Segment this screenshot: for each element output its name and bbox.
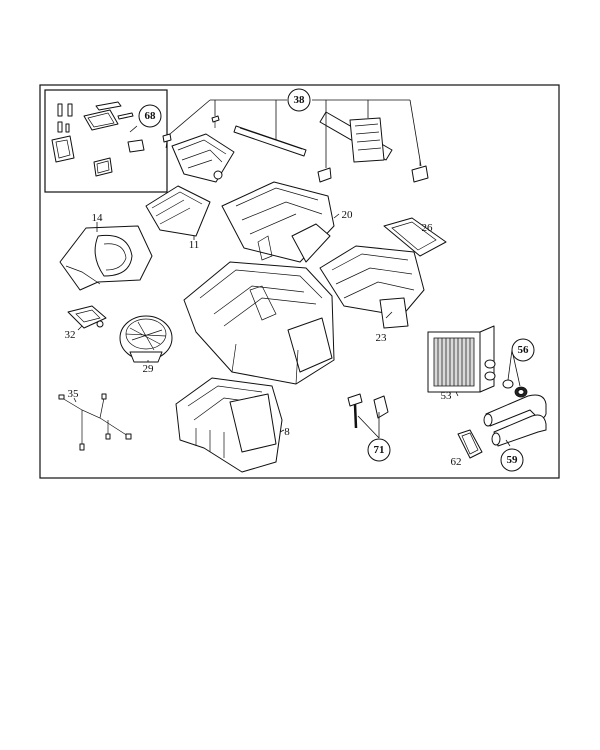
callout-59: 59: [500, 448, 524, 472]
callout-71-label: 71: [374, 444, 385, 456]
label-32: 32: [65, 329, 76, 341]
leader-23: [385, 311, 393, 319]
part-38-strips-and-clips: [162, 111, 429, 183]
callout-68: 68: [138, 104, 162, 128]
leaders-38: [169, 99, 422, 168]
main-hvac-housing: [183, 261, 335, 385]
leader-53: [455, 391, 459, 397]
leader-68: [129, 125, 138, 133]
part-14-blower-housing: [59, 225, 153, 291]
callout-56-label: 56: [518, 344, 530, 356]
part-20-distribution-housing: [221, 181, 335, 263]
part-11-blower-duct: [145, 133, 235, 237]
label-26: 26: [422, 222, 434, 234]
label-23: 23: [376, 332, 388, 344]
callout-38-label: 38: [294, 94, 306, 106]
label-29: 29: [143, 363, 155, 375]
part-59-coolant-pipes: [483, 394, 547, 447]
part-8-lower-housing: [175, 377, 283, 473]
part-29-blower-motor: [119, 315, 173, 363]
label-20: 20: [342, 209, 354, 221]
part-71-bolt-and-clip: [347, 393, 389, 429]
callout-56: 56: [511, 338, 535, 362]
label-8: 8: [284, 426, 290, 438]
label-62: 62: [451, 456, 462, 468]
callout-68-label: 68: [145, 110, 157, 122]
leader-8: [279, 429, 285, 433]
part-32-actuator: [67, 305, 107, 329]
callout-59-label: 59: [507, 454, 519, 466]
leader-32: [77, 325, 83, 331]
part-35-wiring-harness: [58, 393, 132, 451]
callout-71: 71: [367, 438, 391, 462]
part-68-seal-kit: [51, 101, 145, 177]
leaders-71: [357, 412, 380, 439]
part-53-heater-core: [427, 325, 496, 393]
label-14: 14: [92, 212, 104, 224]
label-11: 11: [189, 239, 200, 251]
part-56-o-rings: [502, 379, 528, 398]
leader-20: [333, 213, 340, 219]
part-62-pipe-seal: [457, 429, 483, 459]
label-53: 53: [441, 390, 453, 402]
part-23-heater-housing: [319, 245, 425, 329]
callout-38: 38: [287, 88, 311, 112]
leader-59: [505, 439, 511, 447]
diagram-frame: [39, 84, 560, 479]
label-35: 35: [68, 388, 80, 400]
part-26-gasket: [383, 217, 447, 257]
leader-35: [73, 397, 77, 403]
